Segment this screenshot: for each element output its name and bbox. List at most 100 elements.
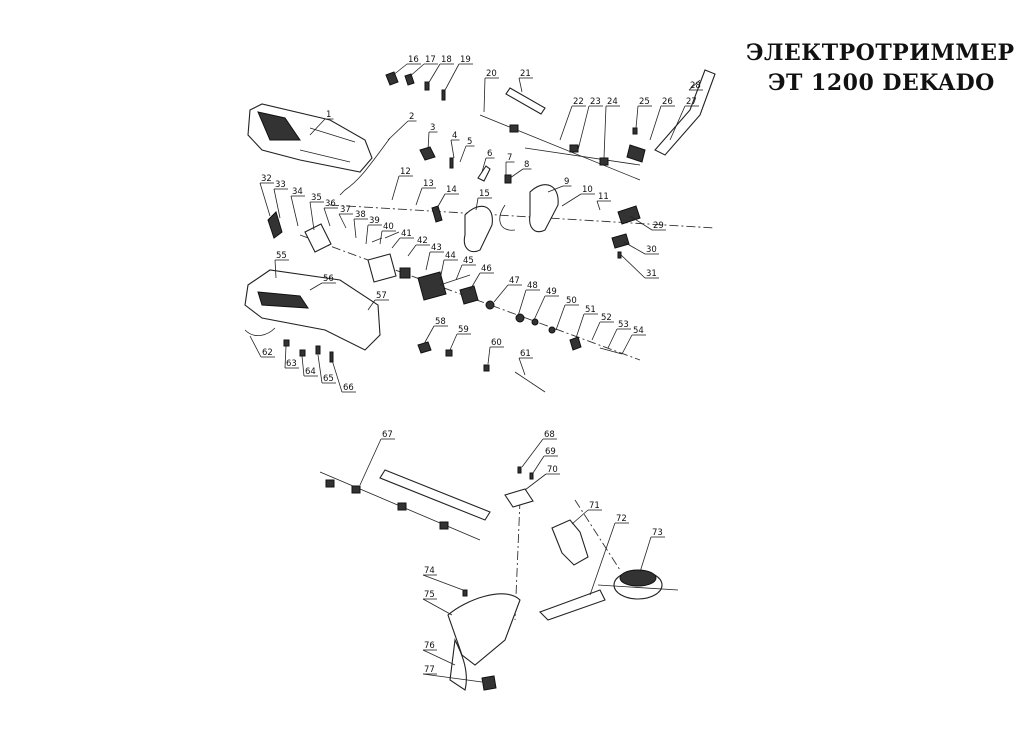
callout-43: 43 bbox=[431, 243, 442, 253]
callout-leader-66 bbox=[331, 359, 343, 393]
callout-41: 41 bbox=[401, 229, 412, 239]
callout-58: 58 bbox=[435, 317, 446, 327]
callout-69: 69 bbox=[545, 447, 556, 457]
callout-60: 60 bbox=[491, 338, 502, 348]
callout-6: 6 bbox=[487, 149, 492, 159]
callout-49: 49 bbox=[546, 287, 557, 297]
callout-28: 28 bbox=[690, 81, 701, 91]
callout-leader-34 bbox=[290, 195, 299, 227]
callout-22: 22 bbox=[573, 97, 584, 107]
callout-leader-32 bbox=[259, 182, 271, 217]
callout-34: 34 bbox=[292, 187, 303, 197]
callout-leader-30 bbox=[623, 241, 646, 255]
callout-leader-42 bbox=[407, 244, 417, 257]
callout-52: 52 bbox=[601, 313, 612, 323]
assembly-axis-line bbox=[329, 204, 716, 229]
diagram-title: ЭЛЕКТРОТРИММЕР bbox=[746, 40, 1015, 66]
callout-leader-64 bbox=[301, 355, 305, 377]
callout-9: 9 bbox=[564, 177, 569, 187]
callout-29: 29 bbox=[653, 221, 664, 231]
callout-50: 50 bbox=[566, 296, 577, 306]
callout-leader-1 bbox=[309, 118, 326, 136]
part-74-77-guard bbox=[447, 589, 521, 691]
callout-19: 19 bbox=[460, 55, 471, 65]
callout-38: 38 bbox=[355, 210, 366, 220]
callout-1: 1 bbox=[326, 110, 331, 120]
part-15-grip bbox=[463, 205, 493, 253]
callout-2: 2 bbox=[409, 112, 414, 122]
callout-10: 10 bbox=[582, 185, 593, 195]
part-32-44-motor bbox=[267, 211, 447, 301]
part-9-grip bbox=[529, 184, 559, 233]
part-73-trimmer-spool bbox=[597, 569, 679, 600]
callout-61: 61 bbox=[520, 349, 531, 359]
callout-73: 73 bbox=[652, 528, 663, 538]
callout-11: 11 bbox=[598, 192, 609, 202]
callout-leader-10 bbox=[561, 193, 582, 207]
callout-leader-54 bbox=[621, 334, 633, 355]
callout-leader-74 bbox=[422, 574, 464, 591]
callout-57: 57 bbox=[376, 291, 387, 301]
callout-leader-47 bbox=[493, 284, 509, 303]
callout-leader-77 bbox=[422, 673, 483, 683]
part-68-70-bracket bbox=[504, 466, 534, 508]
part-8-bracket bbox=[499, 204, 516, 231]
callout-30: 30 bbox=[646, 245, 657, 255]
callout-31: 31 bbox=[646, 269, 657, 279]
callout-leader-45 bbox=[455, 264, 463, 281]
callout-25: 25 bbox=[639, 97, 650, 107]
callout-leader-24 bbox=[603, 105, 607, 159]
callout-leader-11 bbox=[596, 200, 601, 211]
callout-66: 66 bbox=[343, 383, 354, 393]
callout-leader-15 bbox=[475, 197, 479, 211]
callout-leader-3 bbox=[427, 131, 430, 151]
callout-65: 65 bbox=[323, 374, 334, 384]
callout-leader-56 bbox=[309, 282, 323, 291]
callout-leader-70 bbox=[524, 473, 547, 491]
callout-47: 47 bbox=[509, 276, 520, 286]
callout-leader-51 bbox=[575, 313, 585, 339]
callout-leader-76 bbox=[422, 649, 456, 666]
callout-leader-21 bbox=[518, 77, 523, 93]
callout-leader-63 bbox=[284, 345, 287, 369]
callout-3: 3 bbox=[430, 123, 435, 133]
callout-42: 42 bbox=[417, 236, 428, 246]
callout-64: 64 bbox=[305, 367, 316, 377]
callout-leader-13 bbox=[415, 187, 423, 206]
callout-76: 76 bbox=[424, 641, 435, 651]
callout-leader-19 bbox=[443, 63, 460, 93]
callout-leader-17 bbox=[407, 63, 425, 79]
callout-leader-28 bbox=[688, 79, 701, 91]
callout-leader-2 bbox=[387, 120, 409, 141]
callout-62: 62 bbox=[262, 348, 273, 358]
callout-leader-69 bbox=[532, 455, 545, 474]
callout-67: 67 bbox=[382, 430, 393, 440]
callout-leader-60 bbox=[487, 346, 491, 365]
callout-59: 59 bbox=[458, 325, 469, 335]
callout-44: 44 bbox=[445, 251, 456, 261]
callout-45: 45 bbox=[463, 256, 474, 266]
callout-4: 4 bbox=[452, 131, 457, 141]
callout-leader-37 bbox=[338, 213, 347, 229]
callout-leader-72 bbox=[589, 522, 616, 596]
callout-leader-5 bbox=[459, 145, 467, 163]
callout-leader-46 bbox=[469, 272, 481, 291]
callout-leader-26 bbox=[649, 105, 662, 141]
callout-leader-57 bbox=[367, 299, 376, 311]
callout-leader-9 bbox=[547, 185, 564, 193]
callout-54: 54 bbox=[633, 326, 644, 336]
callout-39: 39 bbox=[369, 216, 380, 226]
callout-leader-44 bbox=[439, 259, 445, 281]
callout-16: 16 bbox=[408, 55, 419, 65]
callout-leaders bbox=[249, 63, 703, 683]
callout-leader-39 bbox=[365, 224, 369, 245]
callout-55: 55 bbox=[276, 251, 287, 261]
callout-37: 37 bbox=[340, 205, 351, 215]
callout-18: 18 bbox=[441, 55, 452, 65]
callout-leader-20 bbox=[483, 77, 486, 113]
callout-leader-73 bbox=[639, 536, 652, 573]
callout-leader-41 bbox=[391, 237, 401, 249]
callout-leader-36 bbox=[323, 207, 331, 227]
assembly-axis-line bbox=[299, 234, 641, 361]
